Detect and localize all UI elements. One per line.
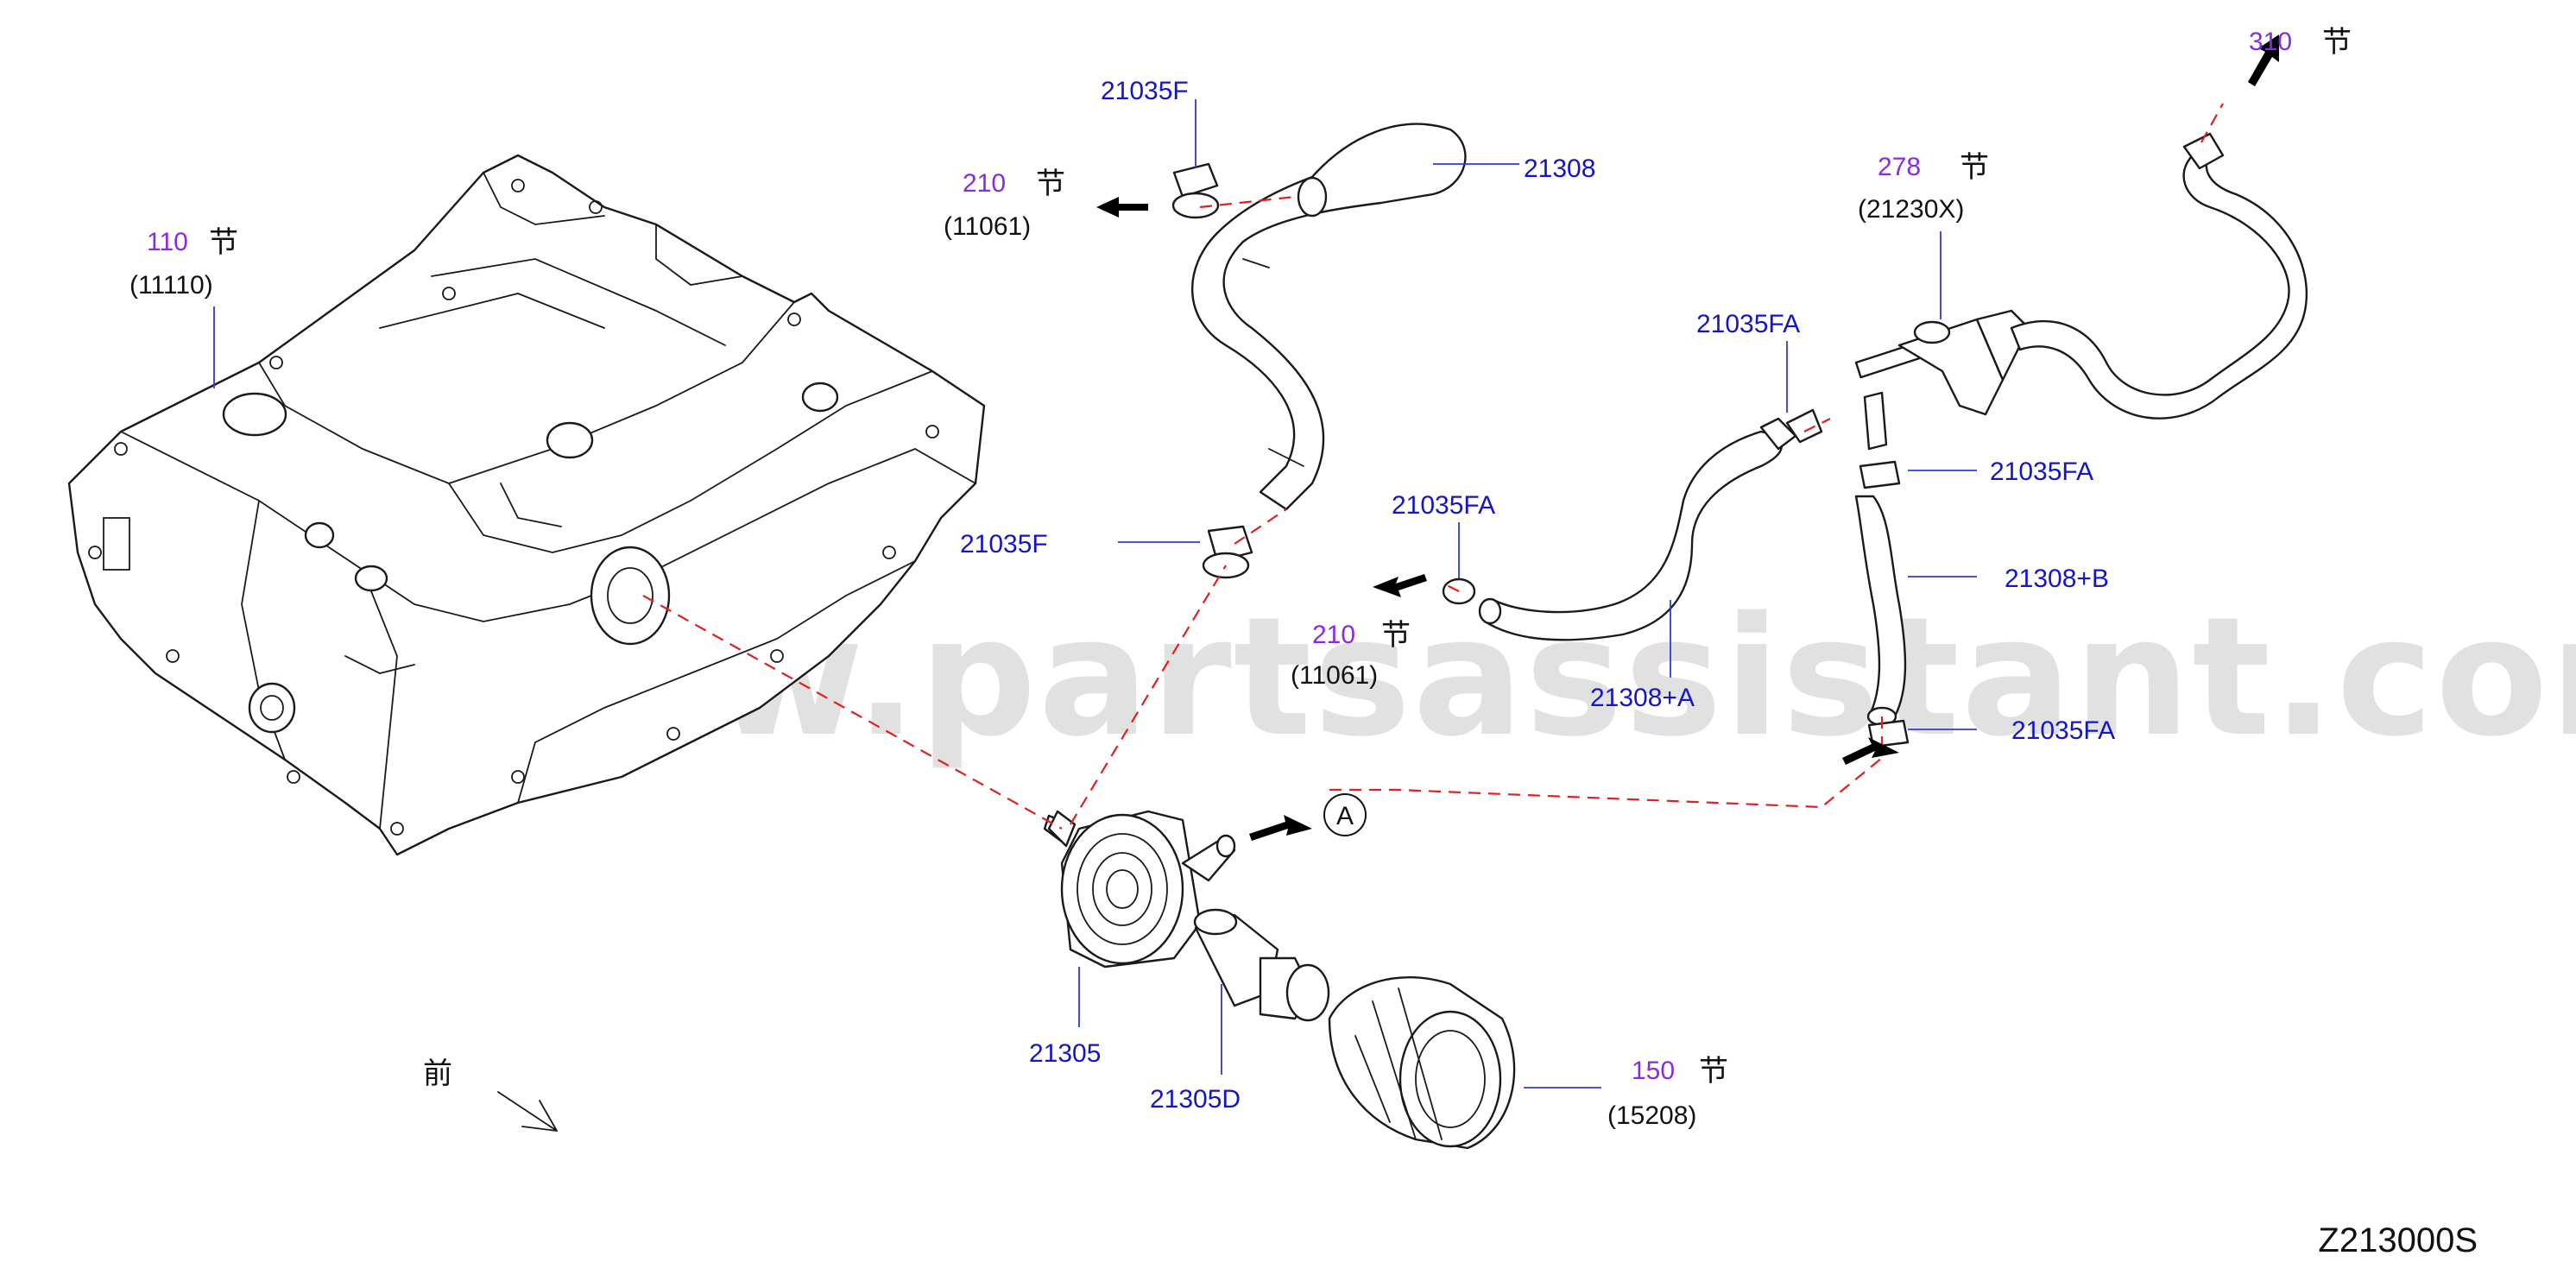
oil-pan-drawing [67,154,986,856]
part-ref-number: (21230X) [1858,195,1964,224]
ref-water-outlet-mid[interactable]: 210 节 (11061) [1291,618,1411,690]
circle-marker-a: A [1323,793,1367,836]
part-label-21305d[interactable]: 21305D [1150,1085,1241,1114]
section-suffix: 节 [1960,150,1989,185]
part-label-21035fa-bottom[interactable]: 21035FA [2011,716,2115,745]
part-label-21035fa-top[interactable]: 21035FA [1696,310,1800,338]
ref-water-outlet-top[interactable]: 210 节 (11061) [944,167,1065,241]
ref-thermostat-housing[interactable]: 278 节 (21230X) [1858,150,1989,224]
circle-marker-label: A [1336,802,1354,830]
arrow-to-310 [2248,35,2279,86]
arrow-to-210-top [1096,197,1148,218]
part-ref-number: (11061) [944,212,1031,241]
arrow-to-210-mid [1373,574,1427,597]
section-number[interactable]: 110 [147,228,188,256]
part-label-21305[interactable]: 21305 [1029,1039,1101,1068]
part-label-21308[interactable]: 21308 [1524,155,1595,183]
part-label-21035f-top[interactable]: 21035F [1101,77,1189,105]
section-number[interactable]: 310 [2249,28,2292,56]
section-number[interactable]: 278 [1878,153,1921,181]
section-suffix: 节 [1381,618,1411,653]
section-number[interactable]: 210 [963,169,1006,198]
part-label-21308a[interactable]: 21308+A [1590,684,1695,712]
oil-filter-drawing [1328,975,1516,1150]
ref-oil-filter[interactable]: 150 节 (15208) [1607,1054,1728,1130]
connector-drawing [1193,908,1330,1022]
part-label-21035fa-right[interactable]: 21035FA [1990,458,2093,486]
ref-upper-right[interactable]: 310 节 [2249,25,2352,60]
section-suffix: 节 [209,225,238,260]
hose-b-drawing [1854,460,1910,748]
part-ref-number: (11061) [1291,661,1378,690]
direction-arrows [497,35,2279,1132]
thermostat-assembly-drawing [1854,132,2308,451]
oil-cooler-drawing [1043,810,1236,969]
connection-lines [642,103,2224,830]
part-label-21035f-mid[interactable]: 21035F [960,530,1048,558]
part-label-21308b[interactable]: 21308+B [2005,565,2109,593]
section-number[interactable]: 210 [1312,621,1355,649]
section-suffix: 节 [2322,25,2352,60]
part-label-21035fa-left[interactable]: 21035FA [1392,491,1495,520]
section-number[interactable]: 150 [1632,1057,1675,1085]
front-direction-label: 前 [423,1057,452,1091]
part-ref-number: (11110) [129,271,213,300]
leader-lines [213,99,1977,1089]
section-suffix: 节 [1699,1054,1728,1089]
arrow-to-a [1249,815,1312,841]
arrow-to-21035fa-bottom [1842,737,1899,765]
part-ref-number: (15208) [1607,1101,1696,1130]
ref-oil-pan[interactable]: 110 节 (11110) [129,225,238,300]
diagram-code: Z213000S [2318,1221,2478,1259]
section-suffix: 节 [1036,167,1065,201]
front-arrow [497,1091,558,1132]
